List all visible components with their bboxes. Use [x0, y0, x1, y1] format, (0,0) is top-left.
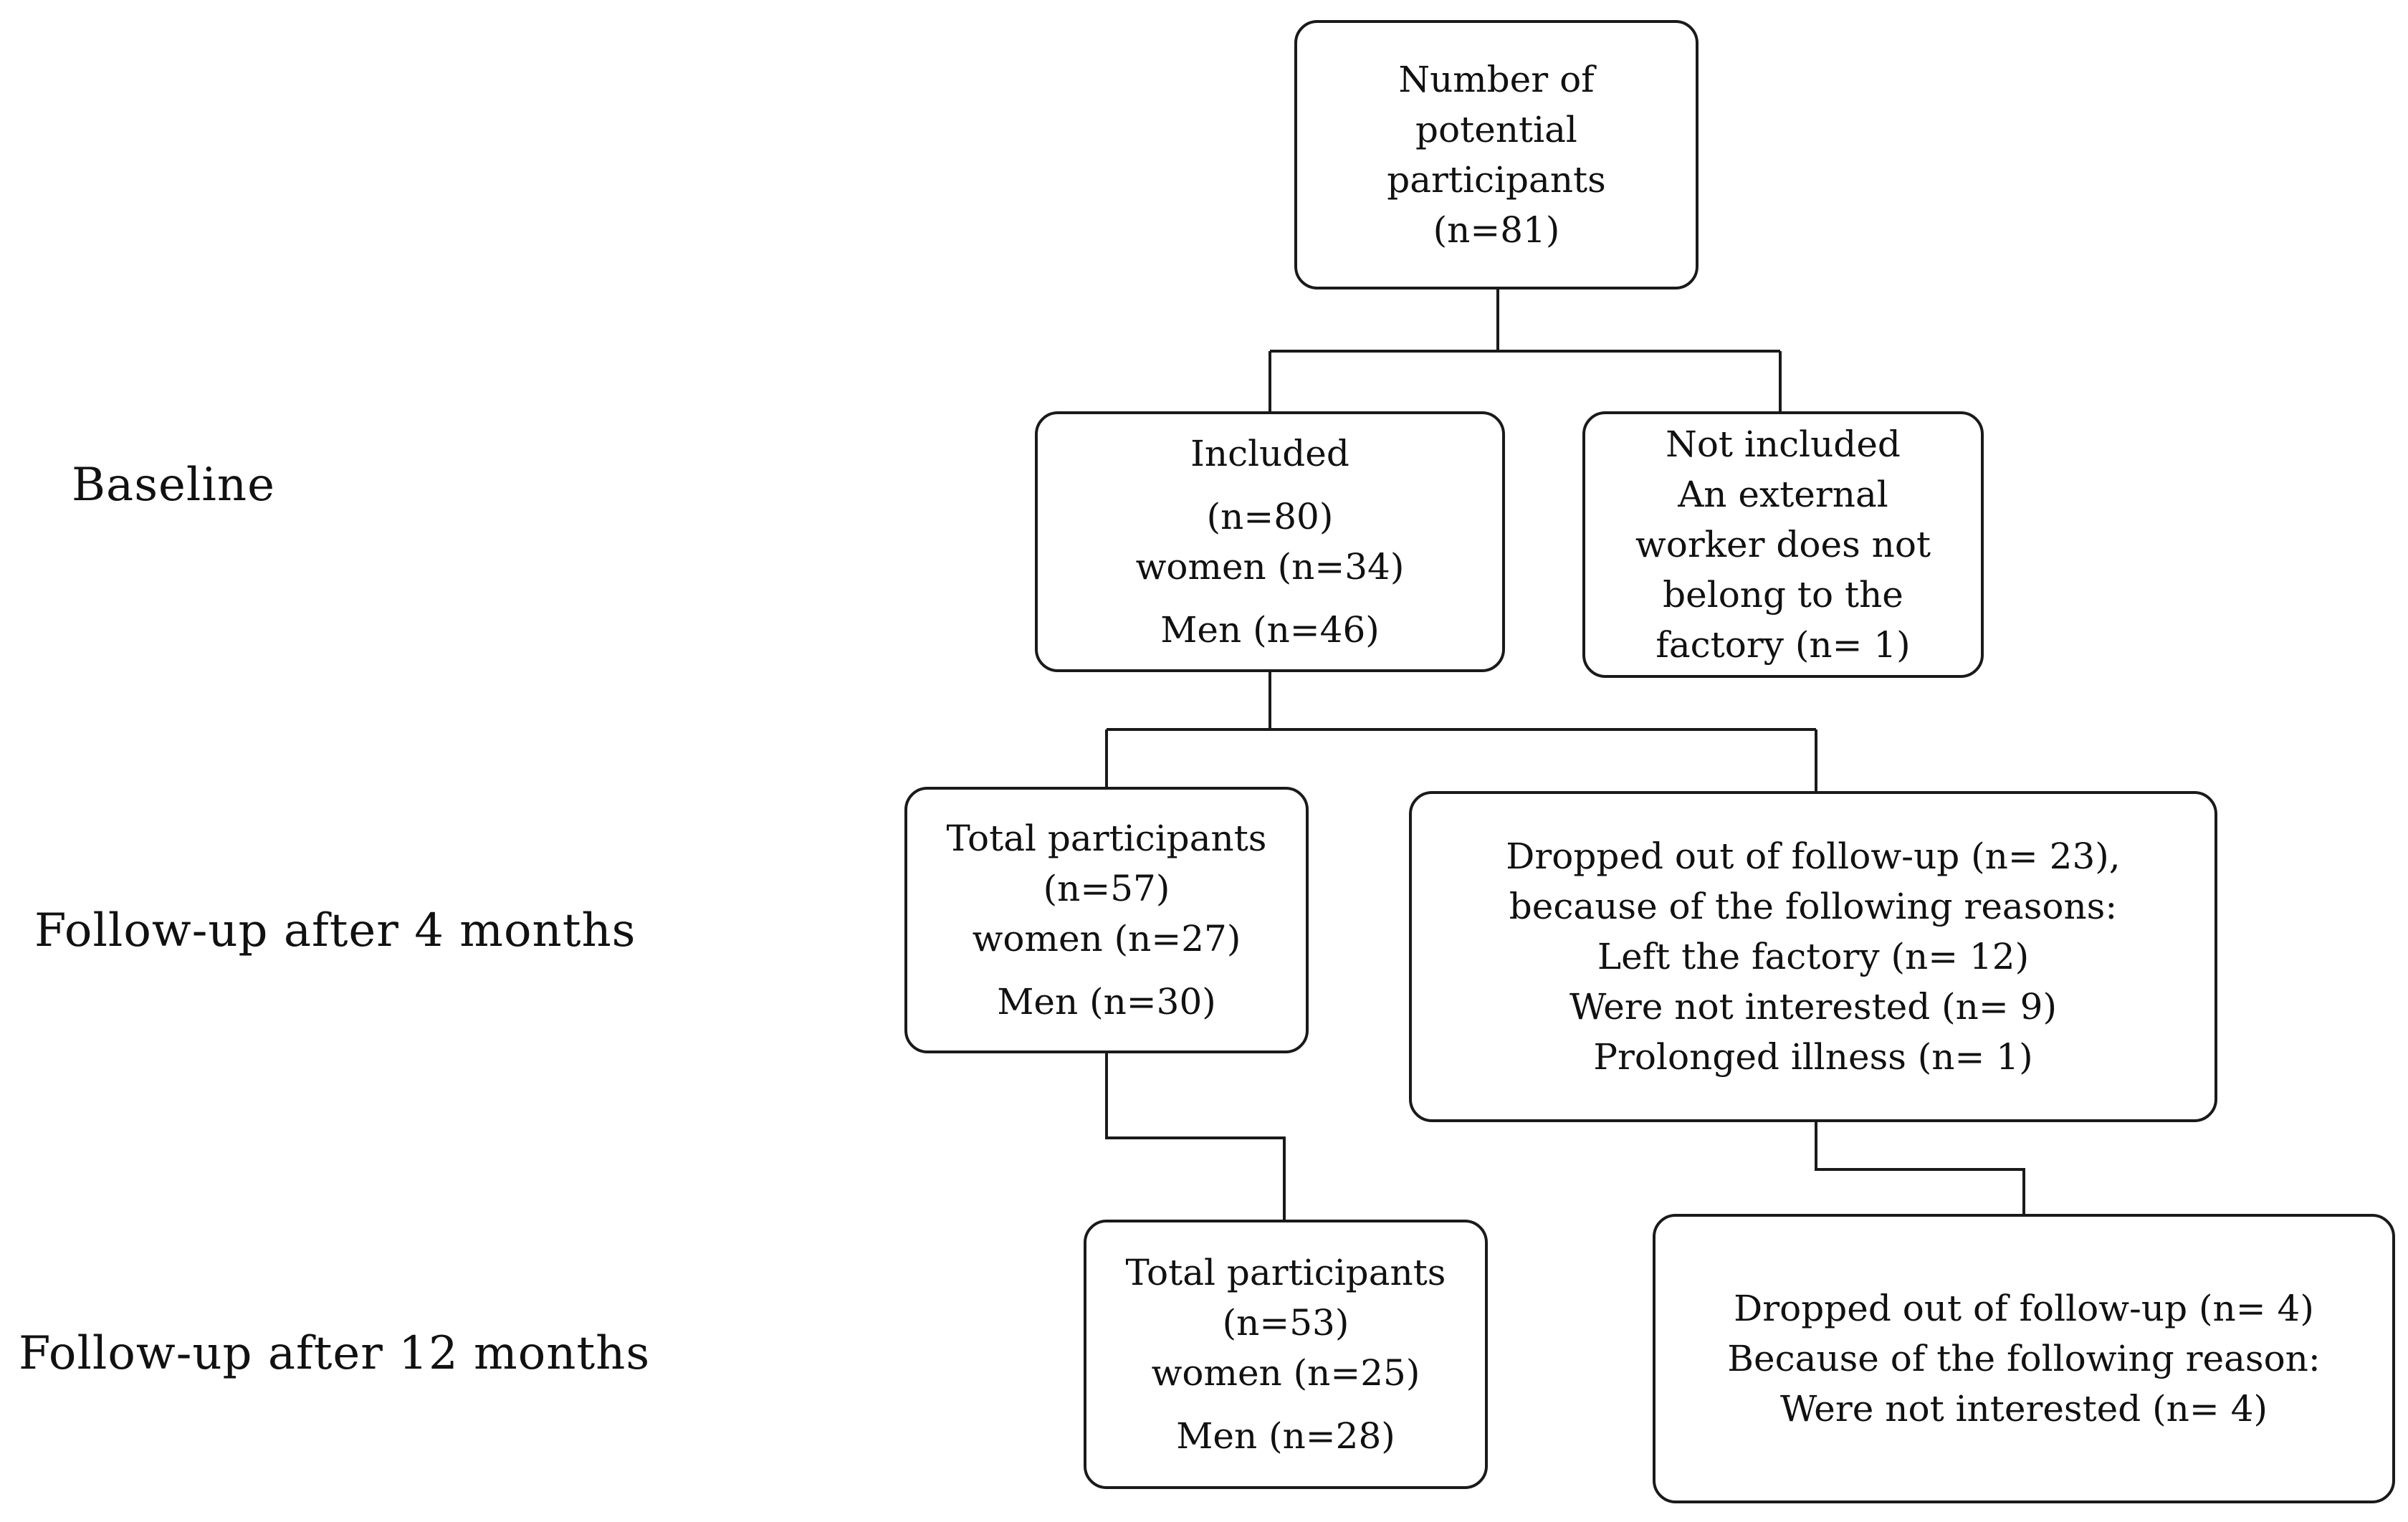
dropped-4-line-3: Left the factory (n= 12) — [1597, 936, 2030, 977]
box-total-participants-12-months: Total participants (n=53) women (n=25) M… — [1084, 1220, 1488, 1489]
box-dropped-out-12-months: Dropped out of follow-up (n= 4) Because … — [1653, 1214, 2395, 1503]
box-included: Included (n=80) women (n=34) Men (n=46) — [1035, 411, 1505, 672]
connector-dropped-4-to-dropped-12 — [1815, 1122, 2025, 1214]
included-line-2: (n=80) — [1206, 496, 1334, 537]
box-not-included: Not included An external worker does not… — [1582, 411, 1984, 678]
dropped-4-line-2: because of the following reasons: — [1509, 886, 2118, 927]
not-included-line-3: worker does not — [1635, 524, 1931, 565]
total-4-line-1: Total participants — [946, 818, 1267, 859]
not-included-line-5: factory (n= 1) — [1656, 624, 1911, 666]
stage-label-followup-4: Follow-up after 4 months — [34, 904, 636, 957]
total-12-line-1: Total participants — [1125, 1252, 1446, 1293]
connector-total-4-to-total-12 — [1105, 1053, 1286, 1220]
total-12-line-2: (n=53) — [1222, 1302, 1349, 1344]
box-total-participants-4-months: Total participants (n=57) women (n=27) M… — [904, 787, 1309, 1053]
stage-label-followup-12: Follow-up after 12 months — [19, 1327, 651, 1380]
stage-label-baseline: Baseline — [72, 459, 275, 512]
potential-line-2: potential — [1415, 109, 1577, 150]
included-line-4: Men (n=46) — [1160, 609, 1380, 651]
not-included-line-2: An external — [1678, 474, 1888, 515]
potential-line-3: participants — [1387, 159, 1606, 201]
potential-line-1: Number of — [1398, 59, 1595, 100]
box-dropped-out-4-months: Dropped out of follow-up (n= 23), becaus… — [1409, 791, 2217, 1122]
dropped-12-line-3: Were not interested (n= 4) — [1779, 1388, 2268, 1430]
total-4-line-4: Men (n=30) — [997, 981, 1216, 1023]
not-included-line-4: belong to the — [1663, 574, 1903, 616]
dropped-4-line-1: Dropped out of follow-up (n= 23), — [1506, 836, 2121, 877]
potential-line-4: (n=81) — [1433, 209, 1560, 251]
dropped-12-line-2: Because of the following reason: — [1727, 1338, 2321, 1379]
dropped-12-line-1: Dropped out of follow-up (n= 4) — [1734, 1288, 2314, 1329]
dropped-4-line-4: Were not interested (n= 9) — [1569, 986, 2057, 1028]
total-4-line-2: (n=57) — [1043, 868, 1170, 909]
dropped-4-line-5: Prolonged illness (n= 1) — [1593, 1036, 2033, 1078]
not-included-line-1: Not included — [1666, 423, 1901, 465]
included-line-3: women (n=34) — [1135, 546, 1405, 588]
total-12-line-3: women (n=25) — [1151, 1352, 1420, 1394]
included-line-1: Included — [1190, 433, 1349, 474]
total-4-line-3: women (n=27) — [972, 918, 1241, 959]
total-12-line-4: Men (n=28) — [1176, 1415, 1395, 1457]
box-potential-participants: Number of potential participants (n=81) — [1294, 20, 1698, 289]
